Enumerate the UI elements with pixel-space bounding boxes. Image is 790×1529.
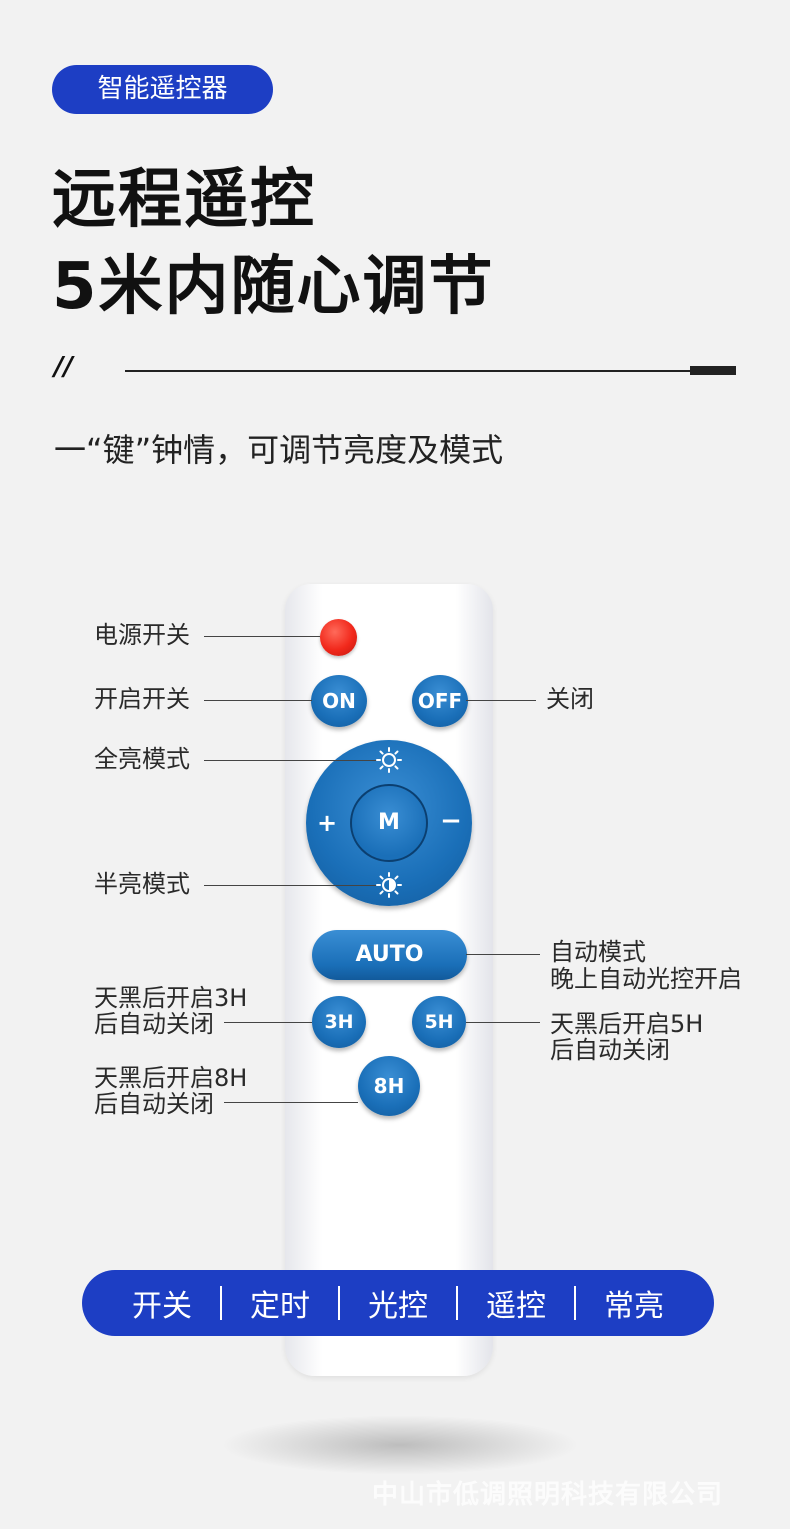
callout-off: 关闭 xyxy=(546,685,594,713)
callout-line-on xyxy=(204,700,312,701)
divider-accent xyxy=(690,366,736,375)
callout-line-half-bright xyxy=(204,885,376,886)
feature-separator xyxy=(574,1286,576,1320)
feature-separator xyxy=(220,1286,222,1320)
decorative-slash: // xyxy=(54,352,73,382)
callout-line-5h xyxy=(466,1022,540,1023)
callout-line-3h xyxy=(224,1022,312,1023)
headline-adjust-range: 5米内随心调节 xyxy=(52,250,495,324)
callout-line-8h xyxy=(224,1102,358,1103)
headline-remote-control: 远程遥控 xyxy=(52,163,316,237)
half-brightness-sun-icon[interactable] xyxy=(375,871,403,899)
auto-button[interactable]: AUTO xyxy=(312,930,467,980)
callout-3h-line2: 后自动关闭 xyxy=(94,1010,214,1038)
callout-8h-line2: 后自动关闭 xyxy=(94,1090,214,1118)
callout-8h-line1: 天黑后开启8H xyxy=(94,1064,248,1092)
feature-separator xyxy=(338,1286,340,1320)
feature-band: 开关 定时 光控 遥控 常亮 xyxy=(82,1270,714,1336)
feature-timer: 定时 xyxy=(250,1289,310,1324)
feature-switch: 开关 xyxy=(132,1289,192,1324)
timer-3h-button[interactable]: 3H xyxy=(312,996,366,1048)
mode-button[interactable]: M xyxy=(350,784,428,862)
off-button[interactable]: OFF xyxy=(412,675,468,727)
on-button[interactable]: ON xyxy=(311,675,367,727)
category-tag: 智能遥控器 xyxy=(52,65,273,114)
feature-separator xyxy=(456,1286,458,1320)
feature-always-on: 常亮 xyxy=(604,1289,664,1324)
callout-power: 电源开关 xyxy=(94,621,190,649)
callout-line-power xyxy=(204,636,320,637)
minus-button[interactable]: − xyxy=(440,806,462,836)
subheadline: 一“键”钟情，可调节亮度及模式 xyxy=(54,431,504,469)
callout-3h-line1: 天黑后开启3H xyxy=(94,984,248,1012)
callout-full-bright: 全亮模式 xyxy=(94,745,190,773)
remote-shadow xyxy=(220,1415,580,1475)
callout-auto-line1: 自动模式 xyxy=(550,938,646,966)
company-watermark: 中山市低调照明科技有限公司 xyxy=(372,1480,724,1510)
callout-line-full-bright xyxy=(204,760,376,761)
callout-half-bright: 半亮模式 xyxy=(94,870,190,898)
callout-line-auto xyxy=(466,954,540,955)
full-brightness-sun-icon[interactable] xyxy=(375,746,403,774)
callout-on: 开启开关 xyxy=(94,685,190,713)
callout-auto-line2: 晚上自动光控开启 xyxy=(550,965,742,993)
callout-line-off xyxy=(466,700,536,701)
power-button[interactable] xyxy=(320,619,357,656)
callout-5h-line1: 天黑后开启5H xyxy=(550,1010,704,1038)
plus-button[interactable]: + xyxy=(316,809,338,837)
timer-5h-button[interactable]: 5H xyxy=(412,996,466,1048)
callout-5h-line2: 后自动关闭 xyxy=(550,1036,670,1064)
feature-light-control: 光控 xyxy=(368,1289,428,1324)
feature-remote: 遥控 xyxy=(486,1289,546,1324)
divider-line xyxy=(125,370,690,372)
timer-8h-button[interactable]: 8H xyxy=(358,1056,420,1116)
